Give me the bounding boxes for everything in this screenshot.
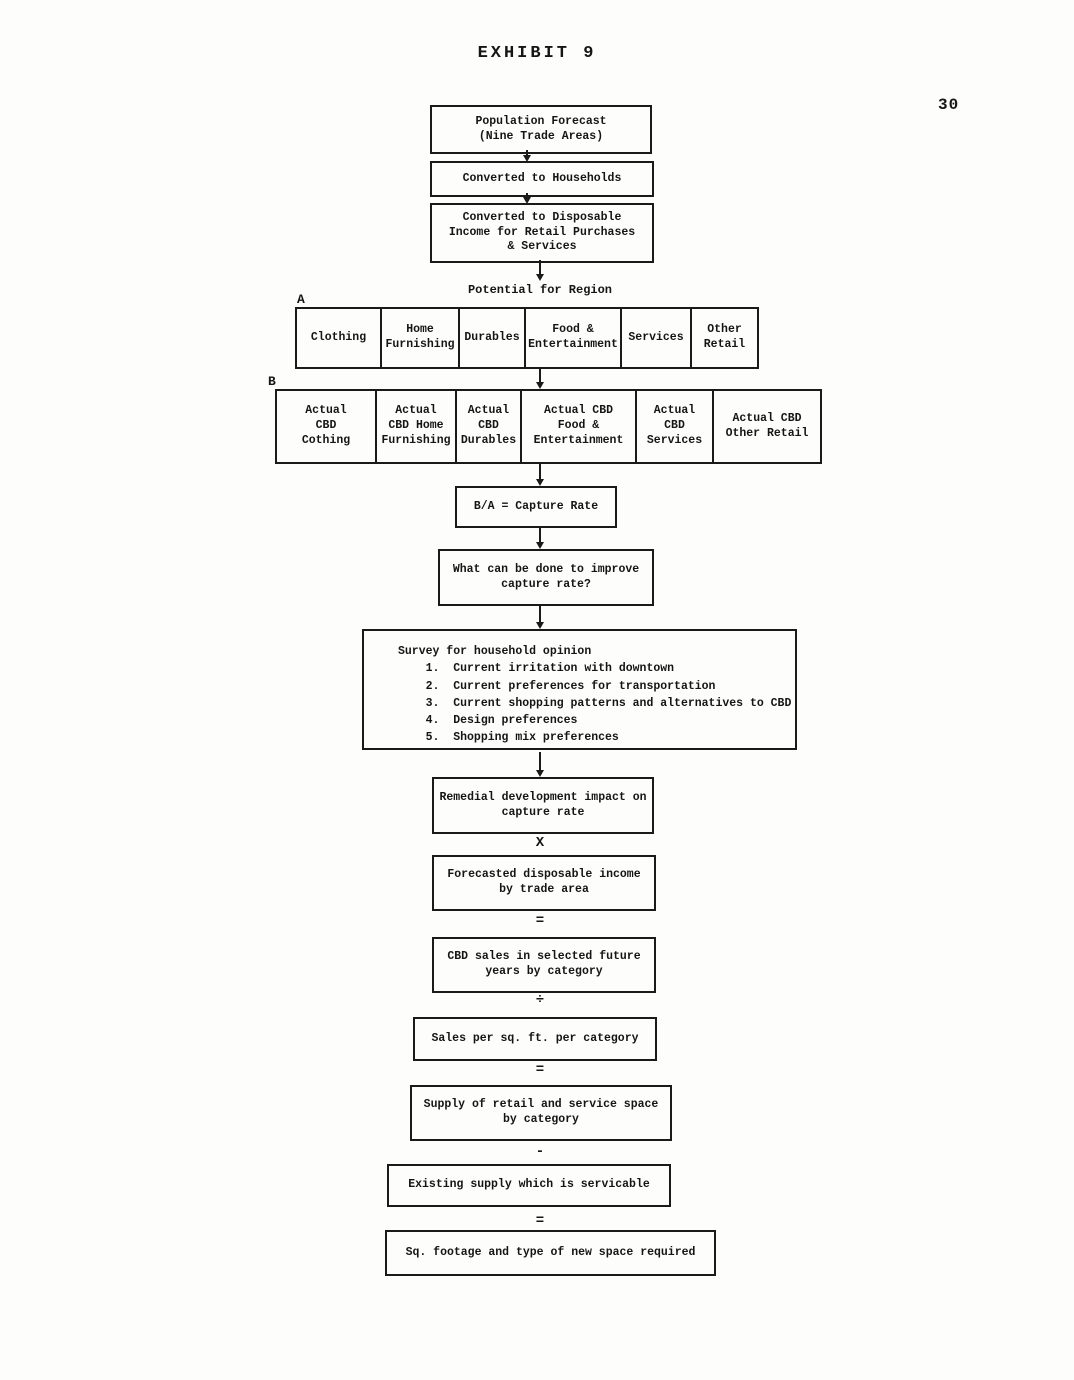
row-a-cell-food-entertainment: Food & Entertainment — [526, 309, 622, 367]
page-number: 30 — [938, 96, 960, 114]
box-improve-capture-rate: What can be done to improve capture rate… — [438, 549, 654, 606]
operator-minus: - — [535, 1144, 545, 1160]
down-arrow-icon — [536, 604, 544, 629]
box-converted-households: Converted to Households — [430, 161, 654, 197]
row-a-cell-other-retail: Other Retail — [703, 323, 746, 351]
operator-multiply: X — [535, 835, 545, 851]
box-existing-supply: Existing supply which is servicable — [387, 1164, 671, 1207]
down-arrow-icon — [536, 526, 544, 549]
down-arrow-icon — [536, 367, 544, 389]
box-new-space-required: Sq. footage and type of new space requir… — [385, 1230, 716, 1276]
row-a-cell-durables: Durables — [460, 309, 526, 367]
box-forecasted-income: Forecasted disposable income by trade ar… — [432, 855, 656, 911]
box-capture-rate: B/A = Capture Rate — [455, 486, 617, 528]
row-a-cell-home-furnishing: Home Furnishing — [382, 309, 460, 367]
operator-equals: = — [535, 1062, 545, 1078]
label-row-b: B — [268, 374, 276, 389]
operator-divide: ÷ — [535, 992, 545, 1008]
row-b-actual-cbd-categories: Actual CBD Cothing Actual CBD Home Furni… — [275, 389, 822, 464]
box-cbd-sales: CBD sales in selected future years by ca… — [432, 937, 656, 993]
down-arrow-icon — [536, 752, 544, 777]
down-arrow-icon — [523, 193, 531, 204]
box-remedial-impact: Remedial development impact on capture r… — [432, 777, 654, 834]
operator-equals: = — [535, 913, 545, 929]
row-a-cell-services: Services — [622, 309, 692, 367]
row-b-cell-home-furnishing: Actual CBD Home Furnishing — [377, 391, 457, 462]
row-b-cell-food-entertainment: Actual CBD Food & Entertainment — [522, 391, 637, 462]
box-sales-per-sqft: Sales per sq. ft. per category — [413, 1017, 657, 1061]
down-arrow-icon — [536, 462, 544, 486]
down-arrow-icon — [523, 150, 531, 162]
box-population-forecast: Population Forecast (Nine Trade Areas) — [430, 105, 652, 154]
operator-equals: = — [535, 1213, 545, 1229]
row-a-potential-categories: Clothing Home Furnishing Durables Food &… — [295, 307, 759, 369]
row-b-cell-clothing: Actual CBD Cothing — [277, 391, 377, 462]
row-a-cell-clothing: Clothing — [297, 309, 382, 367]
box-household-survey: Survey for household opinion 1. Current … — [362, 629, 797, 750]
exhibit-title: EXHIBIT 9 — [477, 44, 597, 63]
row-b-cell-other-retail: Actual CBD Other Retail — [725, 411, 809, 440]
row-b-cell-durables: Actual CBD Durables — [457, 391, 522, 462]
label-potential-for-region: Potential for Region — [467, 283, 613, 297]
down-arrow-icon — [536, 260, 544, 281]
box-supply-space: Supply of retail and service space by ca… — [410, 1085, 672, 1141]
row-b-cell-services: Actual CBD Services — [637, 391, 714, 462]
box-converted-disposable-income: Converted to Disposable Income for Retai… — [430, 203, 654, 263]
label-row-a: A — [297, 292, 305, 307]
